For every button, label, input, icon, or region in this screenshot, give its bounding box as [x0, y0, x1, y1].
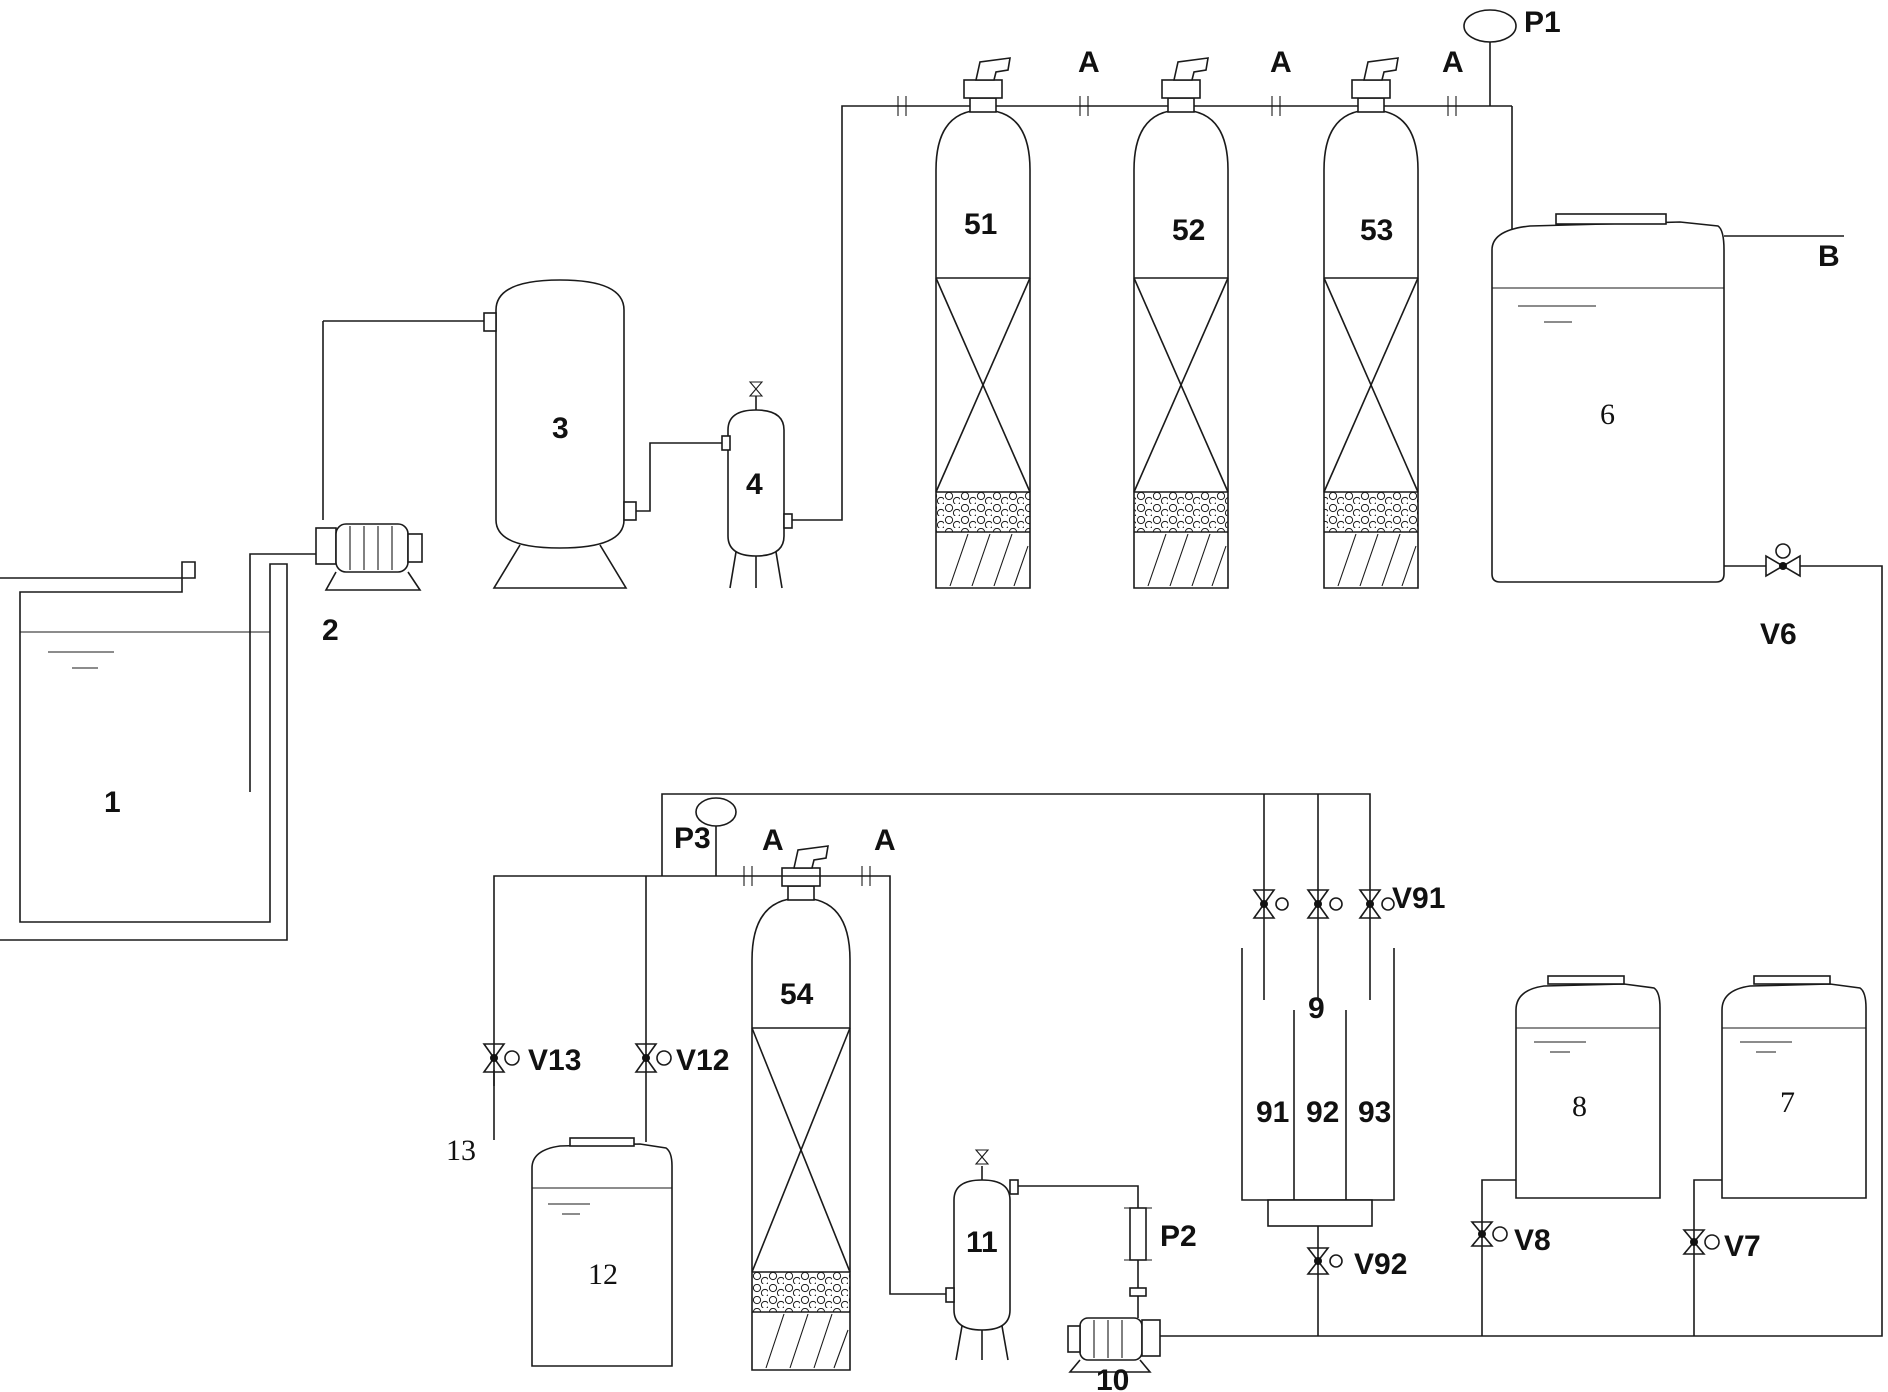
unit-9-label: 9 [1308, 992, 1325, 1025]
flange-a-1: A [1078, 46, 1100, 79]
flange-a-5: A [874, 824, 896, 857]
filter-51: 51 [935, 57, 1031, 589]
tank-8-label: 8 [1572, 1090, 1587, 1123]
line-b-label: B [1818, 240, 1840, 273]
valve-v13-label: V13 [528, 1044, 581, 1077]
header-54-flanges [743, 866, 871, 886]
valve-v92-label: V92 [1354, 1248, 1407, 1281]
pipe-3-4 [636, 442, 722, 512]
filter-54: 54 [751, 845, 851, 1371]
filter-53: 53 [1323, 57, 1419, 589]
pump-10-label: 10 [1096, 1364, 1129, 1392]
pipe-11-54 [862, 875, 946, 1295]
pump-2: 2 [249, 321, 423, 792]
tank-12-label: 12 [588, 1258, 618, 1291]
filter-51-label: 51 [964, 208, 997, 241]
tank-8: 8 V8 [1470, 975, 1661, 1336]
tank-11: 11 [945, 1149, 1019, 1361]
tank-11-label: 11 [966, 1226, 998, 1259]
flange-a-2: A [1270, 46, 1292, 79]
filter-52-label: 52 [1172, 214, 1205, 247]
valve-v12: V12 [634, 876, 729, 1142]
tank-1: 1 [0, 561, 288, 941]
flowmeter-p2: P2 [1018, 1185, 1197, 1288]
valve-v6-label: V6 [1760, 618, 1797, 651]
tank-3-label: 3 [552, 412, 569, 445]
gauge-p3-label: P3 [674, 822, 711, 855]
pump-2-label: 2 [322, 614, 339, 647]
gauge-p3: P3 [674, 797, 737, 876]
tank-4-label: 4 [746, 468, 763, 501]
cell-91-label: 91 [1256, 1096, 1289, 1129]
pump-10: 10 [1067, 1287, 1161, 1392]
outlet-13-label: 13 [446, 1134, 476, 1167]
flange-a-4: A [762, 824, 784, 857]
header-flanges [897, 96, 1457, 116]
tank-1-label: 1 [104, 786, 121, 819]
cell-92-label: 92 [1306, 1096, 1339, 1129]
flange-a-3: A [1442, 46, 1464, 79]
valve-v12-label: V12 [676, 1044, 729, 1077]
valve-v8-label: V8 [1514, 1224, 1551, 1257]
tank-7: 7 V7 [1682, 975, 1867, 1336]
unit-9: V91 9 91 92 93 V92 [661, 793, 1445, 1336]
tank-6-label: 6 [1600, 398, 1615, 431]
pipe-header-54 [493, 875, 862, 1140]
filter-54-label: 54 [780, 978, 814, 1011]
valve-v7-label: V7 [1724, 1230, 1761, 1263]
flowmeter-p2-label: P2 [1160, 1220, 1197, 1253]
tank-3: 3 [483, 279, 637, 589]
filter-52: 52 [1133, 57, 1229, 589]
valve-v13: V13 13 [446, 1043, 581, 1167]
filter-53-label: 53 [1360, 214, 1393, 247]
tank-4: 4 [721, 381, 793, 589]
cell-93-label: 93 [1358, 1096, 1391, 1129]
gauge-p1: P1 [1463, 6, 1561, 106]
tank-12: 12 [531, 1137, 673, 1367]
gauge-p1-label: P1 [1524, 6, 1561, 39]
tank-6: B 6 [1491, 106, 1844, 583]
valve-v91-label: V91 [1392, 882, 1445, 915]
valve-v6: V6 [1138, 543, 1883, 1337]
tank-7-label: 7 [1780, 1086, 1795, 1119]
